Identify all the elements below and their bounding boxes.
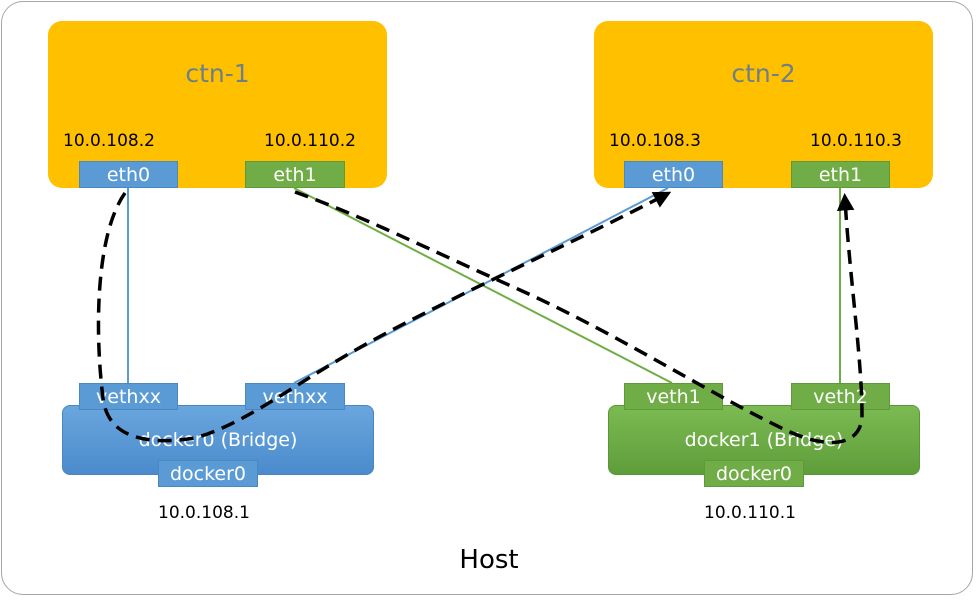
eth0-ip-label: 10.0.108.3	[609, 131, 701, 151]
ctn-2-eth0-interface: eth0	[624, 161, 723, 188]
eth1-ip-label: 10.0.110.3	[810, 131, 902, 151]
bridge-docker0-veth-left: vethxx	[79, 383, 178, 410]
ctn-1-eth1-interface: eth1	[245, 161, 345, 188]
bridge-label: docker1 (Bridge)	[684, 429, 844, 451]
flow-path-blue-network	[96, 191, 672, 443]
bridge-docker1-veth-right: veth2	[791, 383, 890, 410]
flow-path-green-network	[294, 190, 864, 445]
ctn-1-eth0-interface: eth0	[79, 161, 178, 188]
eth1-ip-label: 10.0.110.2	[264, 131, 356, 151]
bridge-docker0: docker0 (Bridge)	[62, 405, 374, 475]
bridge-docker0-ip: 10.0.108.1	[158, 503, 250, 523]
bridge-docker1-port: docker0	[704, 460, 804, 487]
ctn-2-eth1-interface: eth1	[791, 161, 890, 188]
container-ctn-2: ctn-2 10.0.108.3 10.0.110.3	[594, 21, 933, 188]
bridge-docker1-ip: 10.0.110.1	[704, 503, 796, 523]
bridge-label: docker0 (Bridge)	[138, 429, 298, 451]
bridge-docker1-veth-left: veth1	[624, 383, 723, 410]
container-title: ctn-1	[185, 59, 250, 88]
bridge-docker0-port: docker0	[158, 460, 258, 487]
container-ctn-1: ctn-1 10.0.108.2 10.0.110.2	[48, 21, 387, 188]
eth0-ip-label: 10.0.108.2	[63, 131, 155, 151]
container-title: ctn-2	[731, 59, 796, 88]
host-label: Host	[459, 545, 519, 575]
